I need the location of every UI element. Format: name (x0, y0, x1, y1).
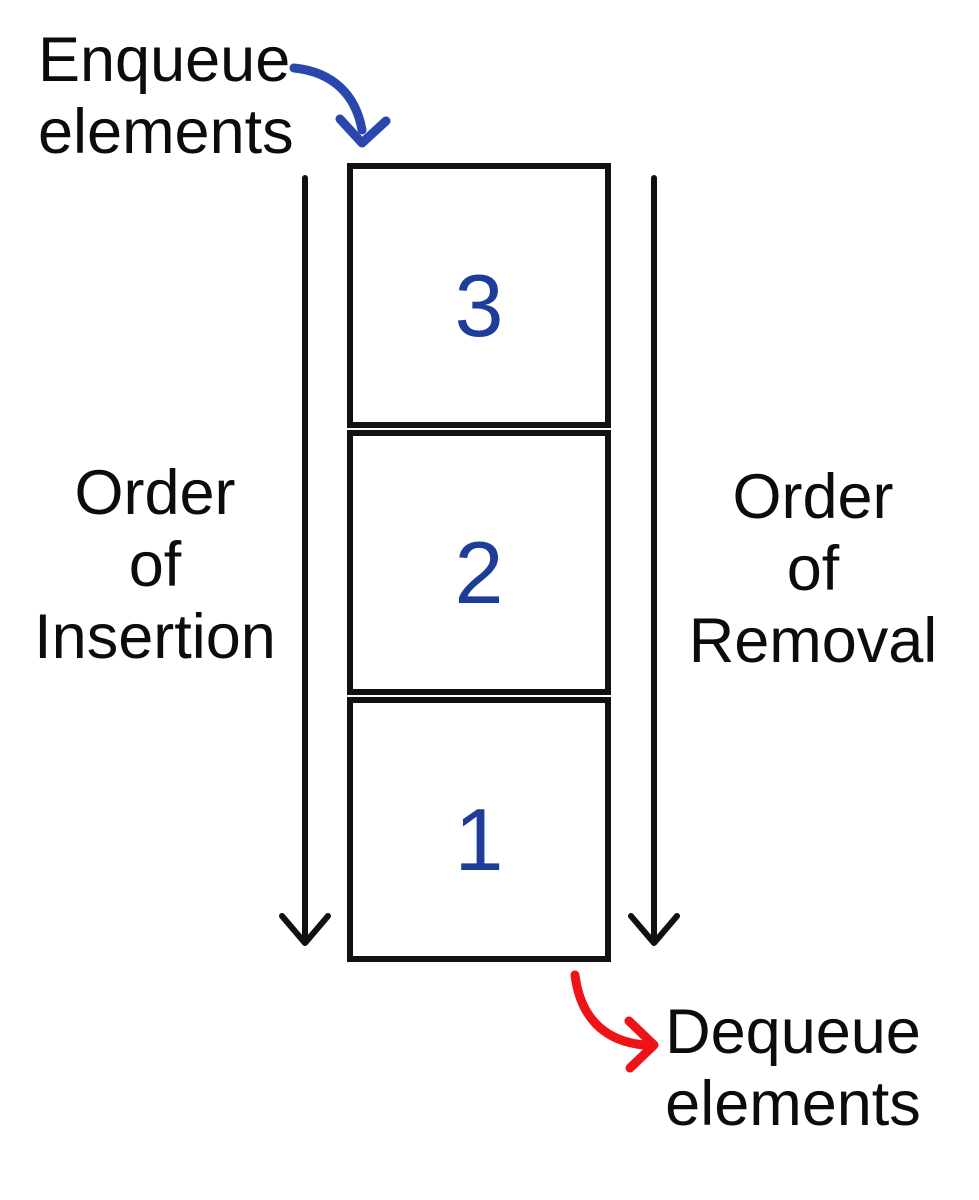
enqueue-label: Enqueue elements (38, 24, 294, 168)
removal-order-label-line2: of (786, 534, 840, 604)
removal-order-label: Order of Removal (683, 461, 943, 677)
dequeue-curved-arrow (570, 970, 659, 1073)
dequeue-label: Dequeue elements (663, 996, 923, 1140)
insertion-order-label-line1: Order (74, 458, 236, 528)
queue-cell-top: 3 (347, 163, 611, 428)
queue: 3 2 1 (347, 163, 611, 962)
insertion-order-label-line3: Insertion (34, 602, 276, 672)
enqueue-label-line2: elements (38, 97, 294, 167)
queue-cell-middle: 2 (347, 430, 611, 695)
insertion-order-label-line2: of (128, 530, 182, 600)
removal-order-arrow (628, 175, 680, 946)
enqueue-curved-arrow (289, 63, 391, 148)
removal-order-label-line1: Order (732, 462, 894, 532)
dequeue-label-line2: elements (665, 1069, 921, 1139)
enqueue-label-line1: Enqueue (38, 25, 291, 95)
queue-cell-bottom: 1 (347, 697, 611, 962)
insertion-order-label: Order of Insertion (25, 457, 285, 673)
queue-cell-top-value: 3 (454, 255, 504, 355)
dequeue-label-line1: Dequeue (665, 997, 921, 1067)
queue-cell-bottom-value: 1 (454, 789, 504, 889)
removal-order-label-line3: Removal (688, 606, 938, 676)
insertion-order-arrow (279, 175, 331, 946)
queue-cell-middle-value: 2 (454, 522, 504, 622)
